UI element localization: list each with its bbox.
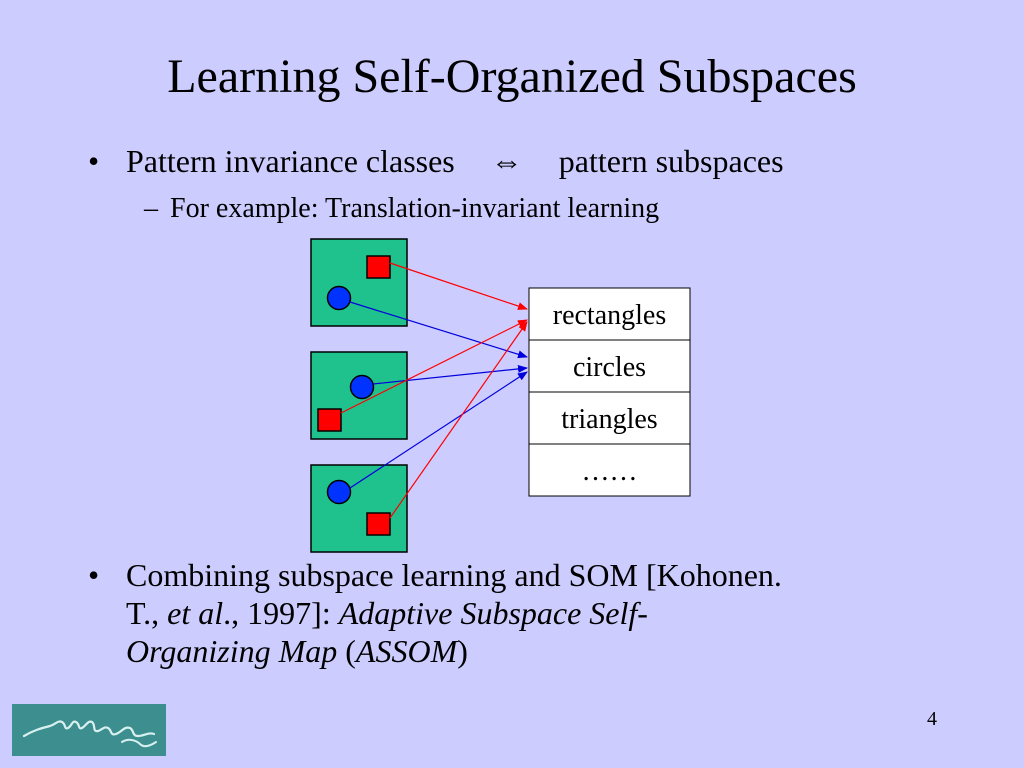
category-label-triangles: triangles xyxy=(561,404,657,435)
square-shape-2 xyxy=(317,408,342,432)
square-shape-3 xyxy=(366,512,391,536)
category-label-circles: circles xyxy=(573,352,646,383)
logo-signature-icon xyxy=(22,720,157,748)
bullet-assom-line3: Organizing Map (ASSOM) xyxy=(126,632,956,670)
category-cell-more xyxy=(528,443,691,497)
double-arrow-icon: ⇔ xyxy=(490,143,523,179)
circle-shape-2 xyxy=(349,374,375,400)
pattern-panel-1 xyxy=(310,238,408,327)
bullet-marker: • xyxy=(88,143,100,179)
paren-close: ) xyxy=(457,633,468,669)
assom-title-part1: Adaptive Subspace Self- xyxy=(338,595,648,631)
assom-acronym: ASSOM xyxy=(355,633,458,669)
circle-shape-3 xyxy=(326,479,352,505)
arrow-circle3-to-circles xyxy=(349,371,528,489)
bullet-invariance-left: Pattern invariance classes xyxy=(126,143,455,179)
paren-open: ( xyxy=(337,633,356,669)
sub-bullet-marker: – xyxy=(144,193,158,224)
arrow-square1-to-rectangles xyxy=(389,262,528,310)
bullet-assom: • Combining subspace learning and SOM [K… xyxy=(88,556,956,670)
arrow-circle1-to-circles xyxy=(349,301,528,359)
bullet-marker: • xyxy=(88,557,100,593)
bullet-invariance: • Pattern invariance classes ⇔ pattern sub… xyxy=(88,142,784,180)
pattern-panel-2 xyxy=(310,351,408,440)
category-label-rectangles: rectangles xyxy=(553,300,667,331)
organization-logo xyxy=(12,704,166,756)
assom-title-part2: Organizing Map xyxy=(126,633,338,669)
citation-year: ., 1997]: xyxy=(223,595,339,631)
arrow-square2-to-rectangles xyxy=(340,319,528,414)
sub-bullet-text: For example: Translation-invariant learn… xyxy=(170,193,660,224)
sub-bullet-example: – For example: Translation-invariant lea… xyxy=(144,192,660,226)
pattern-panel-3 xyxy=(310,464,408,553)
category-label-more: …… xyxy=(582,456,638,487)
arrow-square3-to-rectangles xyxy=(389,321,528,519)
circle-shape-1 xyxy=(326,285,352,311)
arrow-circle2-to-circles xyxy=(372,364,528,385)
citation-authors: T., xyxy=(126,595,168,631)
category-cell-rectangles xyxy=(528,287,691,341)
bullet-invariance-right: pattern subspaces xyxy=(558,143,784,179)
category-cell-triangles xyxy=(528,391,691,445)
page-number: 4 xyxy=(927,708,937,730)
slide-title: Learning Self-Organized Subspaces xyxy=(167,50,857,103)
square-shape-1 xyxy=(366,255,391,279)
citation-et-al: et al xyxy=(167,595,224,631)
category-cell-circles xyxy=(528,339,691,393)
category-table: rectangles circles triangles …… xyxy=(528,287,691,497)
bullet-assom-line2: T., et al., 1997]: Adaptive Subspace Sel… xyxy=(126,594,956,632)
bullet-assom-line1: Combining subspace learning and SOM [Koh… xyxy=(126,557,782,593)
